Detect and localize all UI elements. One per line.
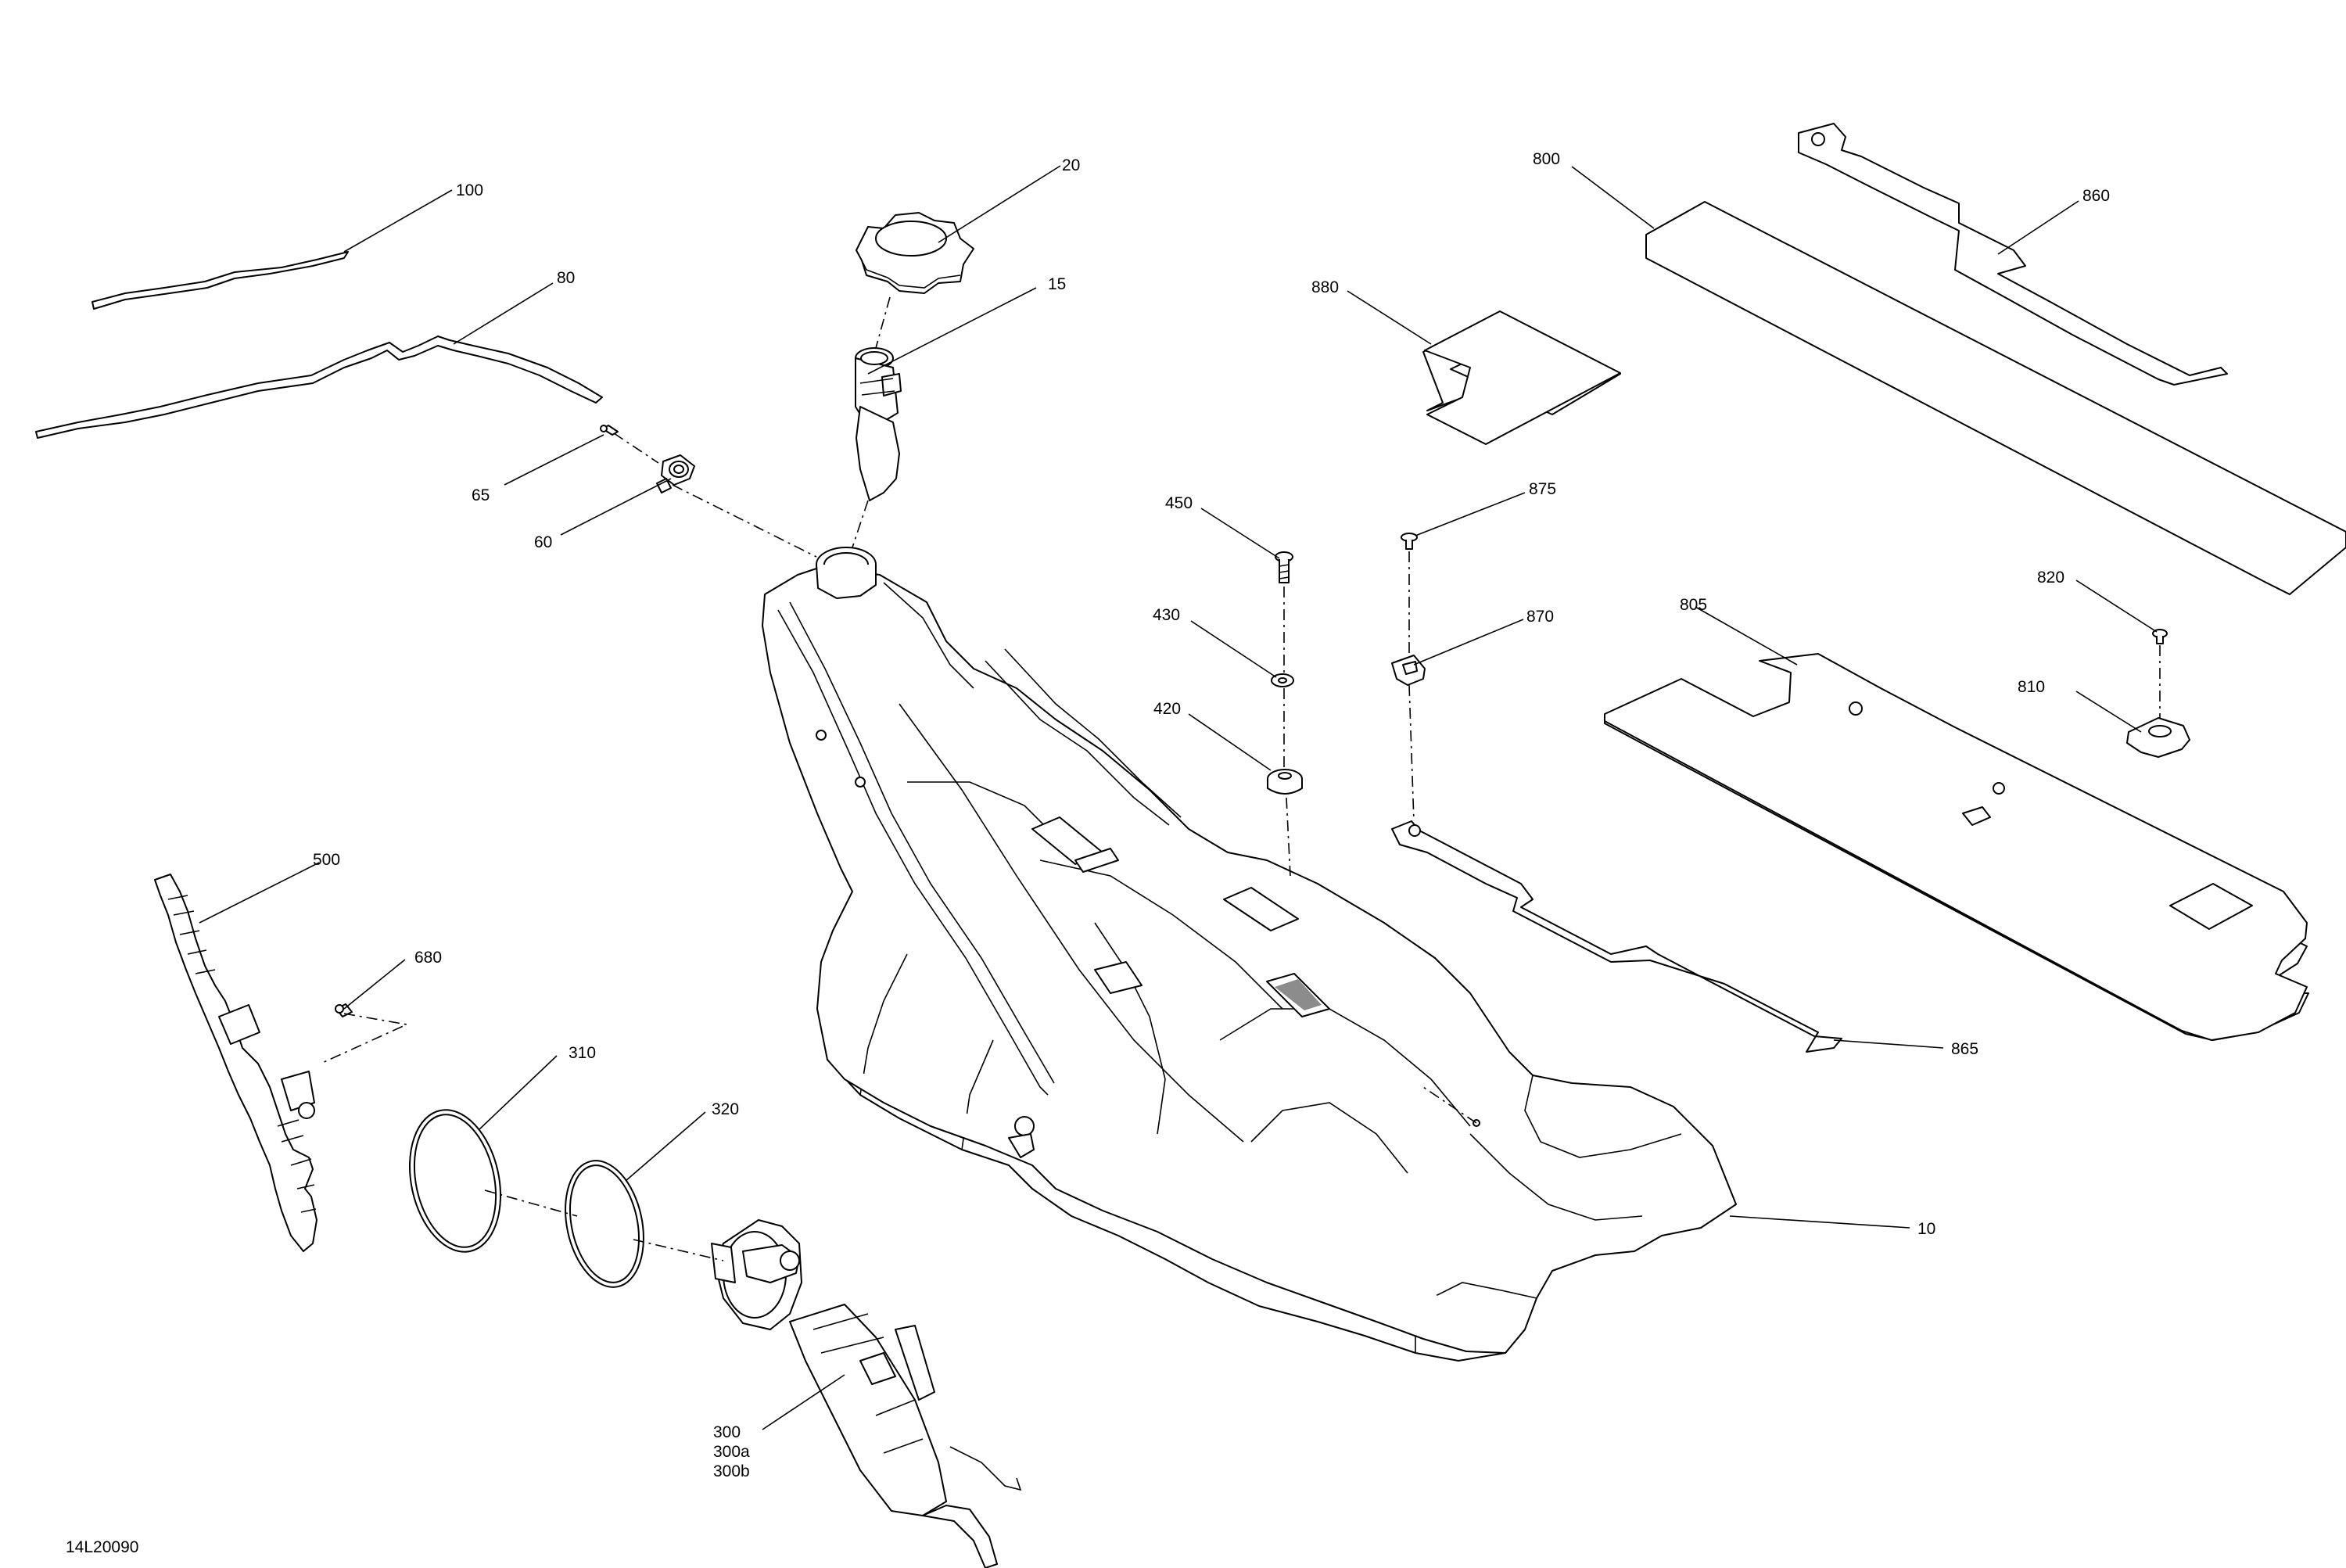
callout-80: 80 (557, 269, 575, 287)
callout-875: 875 (1529, 480, 1556, 498)
fuel-tank-10 (762, 547, 1737, 1362)
callout-labels: 100 80 65 60 20 15 800 860 880 450 430 4… (313, 150, 2110, 1480)
callout-320: 320 (712, 1100, 739, 1118)
fuel-pump-300 (711, 1219, 1022, 1568)
callout-810: 810 (2018, 678, 2045, 696)
washer-430 (1271, 673, 1294, 687)
callout-65: 65 (472, 486, 490, 504)
screw-65 (600, 425, 619, 436)
screw-820 (2152, 629, 2168, 644)
callout-820: 820 (2037, 569, 2064, 587)
callout-300a: 300a (713, 1443, 750, 1461)
connector-680 (335, 1003, 353, 1017)
callout-310: 310 (569, 1044, 596, 1062)
assembly-lines (320, 296, 2161, 1261)
callout-880: 880 (1311, 278, 1339, 296)
heat-shield-860 (1798, 123, 2228, 386)
lock-ring-310 (408, 1109, 502, 1253)
callout-420: 420 (1153, 700, 1181, 718)
callout-860: 860 (2082, 187, 2110, 205)
insulation-panel-800 (1645, 201, 2346, 595)
filler-neck-15 (855, 347, 902, 501)
grommet-420 (1267, 769, 1303, 795)
fuel-cap-20 (856, 212, 974, 294)
callout-60: 60 (534, 533, 552, 551)
callout-500: 500 (313, 851, 340, 869)
clip-870 (1391, 655, 1426, 686)
callout-300b: 300b (713, 1462, 750, 1480)
seal-ring-320 (565, 1160, 644, 1288)
screw-875 (1401, 533, 1418, 550)
callout-300: 300 (713, 1423, 741, 1441)
clip-810 (2126, 717, 2190, 758)
callout-100: 100 (456, 181, 483, 199)
callout-870: 870 (1526, 608, 1554, 626)
hose-80 (35, 335, 603, 439)
callout-805: 805 (1680, 596, 1707, 614)
rollover-valve-60 (656, 454, 695, 493)
panel-805 (1604, 653, 2309, 1041)
fuel-line-500 (154, 874, 317, 1252)
callout-865: 865 (1951, 1040, 1978, 1058)
callout-450: 450 (1165, 494, 1193, 512)
callout-430: 430 (1153, 606, 1180, 624)
diagram-reference-code: 14L20090 (66, 1538, 138, 1556)
hose-100 (91, 251, 349, 310)
pad-880 (1422, 310, 1621, 445)
callout-15: 15 (1048, 275, 1066, 293)
callout-680: 680 (414, 949, 442, 967)
callout-800: 800 (1533, 150, 1560, 168)
callout-20: 20 (1062, 156, 1080, 174)
bolt-450 (1275, 551, 1293, 583)
leader-lines (199, 165, 2158, 1430)
callout-10: 10 (1917, 1220, 1935, 1238)
bracket-865 (1391, 820, 1842, 1053)
